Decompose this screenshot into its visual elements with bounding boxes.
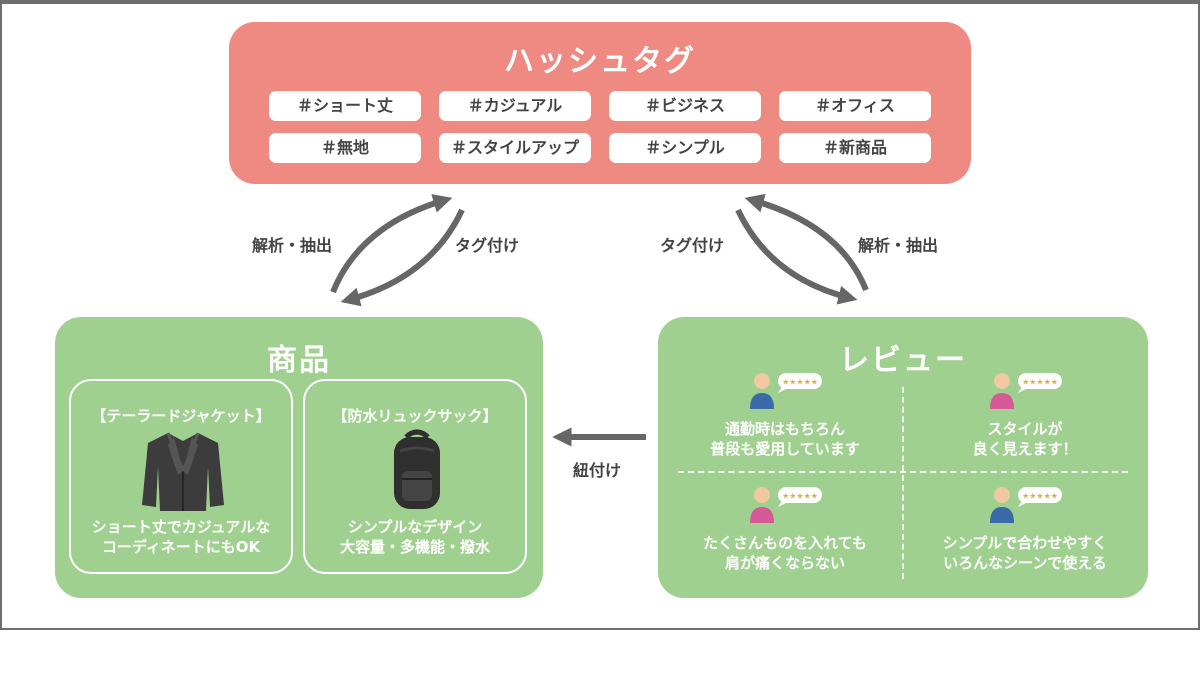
review-title: レビュー xyxy=(839,343,967,378)
review-item: ★★★★★ スタイルが 良く見えます！ xyxy=(910,369,1140,477)
review-text-line: シンプルで合わせやすく xyxy=(942,534,1108,552)
hashtag-tag: ＃スタイルアップ xyxy=(439,133,591,163)
right-tagging-label: タグ付け xyxy=(660,236,725,255)
product-desc-line: ショート丈でカジュアルな xyxy=(91,518,271,536)
left-extract-arrow xyxy=(330,194,453,294)
hashtag-tag: ＃カジュアル xyxy=(439,91,591,121)
left-tagging-arrow xyxy=(340,208,465,307)
hashtag-tag: ＃オフィス xyxy=(779,91,931,121)
review-text: 通勤時はもちろん 普段も愛用しています xyxy=(670,419,900,459)
product-desc: シンプルなデザイン 大容量・多機能・撥水 xyxy=(305,517,525,557)
svg-text:★★★★★: ★★★★★ xyxy=(782,492,818,501)
review-text-line: いろんなシーンで使える xyxy=(943,554,1107,572)
right-extract-arrow xyxy=(744,193,869,292)
product-card-jacket: 【テーラードジャケット】 ショート丈でカジュアルな コーディネートにもOK xyxy=(69,379,293,574)
review-text: たくさんものを入れても 肩が痛くならない xyxy=(670,533,900,573)
product-name: 【防水リュックサック】 xyxy=(332,407,498,425)
hashtag-tag: ＃無地 xyxy=(269,133,421,163)
review-item: ★★★★★ 通勤時はもちろん 普段も愛用しています xyxy=(670,369,900,477)
hashtag-title: ハッシュタグ xyxy=(504,44,696,79)
review-text-line: たくさんものを入れても xyxy=(703,534,867,552)
review-panel: レビュー ★★★★★ 通勤時はもちろん 普段も愛用しています ★★★★★ スタイ… xyxy=(658,317,1148,598)
reviewer-comment-icon: ★★★★★ xyxy=(990,373,1062,409)
review-text: スタイルが 良く見えます！ xyxy=(910,419,1140,459)
svg-text:★★★★★: ★★★★★ xyxy=(1022,378,1058,387)
right-tagging-arrow xyxy=(735,208,858,305)
product-desc-line: シンプルなデザイン xyxy=(347,518,483,536)
review-text-line: スタイルが xyxy=(987,420,1063,438)
review-item: ★★★★★ シンプルで合わせやすく いろんなシーンで使える xyxy=(910,483,1140,591)
hashtag-tag: ＃ビジネス xyxy=(609,91,761,121)
jacket-icon xyxy=(142,432,224,511)
review-text: シンプルで合わせやすく いろんなシーンで使える xyxy=(910,533,1140,573)
review-item: ★★★★★ たくさんものを入れても 肩が痛くならない xyxy=(670,483,900,591)
product-title: 商品 xyxy=(267,343,331,378)
backpack-icon xyxy=(394,429,440,509)
review-text-line: 良く見えます！ xyxy=(972,440,1078,458)
product-name: 【テーラードジャケット】 xyxy=(91,407,271,425)
hashtag-tag: ＃シンプル xyxy=(609,133,761,163)
review-text-line: 通勤時はもちろん xyxy=(724,420,845,438)
review-text-line: 普段も愛用しています xyxy=(710,440,860,458)
reviewer-comment-icon: ★★★★★ xyxy=(750,487,822,523)
hashtag-panel: ハッシュタグ ＃ショート丈 ＃カジュアル ＃ビジネス ＃オフィス ＃無地 ＃スタ… xyxy=(229,22,971,184)
link-label: 紐付け xyxy=(573,461,622,480)
review-text-line: 肩が痛くならない xyxy=(724,554,845,572)
left-extract-label: 解析・抽出 xyxy=(252,236,333,255)
review-divider-vertical xyxy=(902,387,904,579)
product-desc: ショート丈でカジュアルな コーディネートにもOK xyxy=(71,517,291,557)
hashtag-tag: ＃ショート丈 xyxy=(269,91,421,121)
reviewer-comment-icon: ★★★★★ xyxy=(750,373,822,409)
product-card-backpack: 【防水リュックサック】 シンプルなデザイン 大容量・多機能・撥水 xyxy=(303,379,527,574)
right-extract-label: 解析・抽出 xyxy=(858,236,939,255)
product-panel: 商品 【テーラードジャケット】 ショート丈でカジュアルな コーディネートにもOK… xyxy=(55,317,543,598)
product-desc-line: コーディネートにもOK xyxy=(101,538,261,556)
left-tagging-label: タグ付け xyxy=(455,236,520,255)
svg-text:★★★★★: ★★★★★ xyxy=(782,378,818,387)
svg-text:★★★★★: ★★★★★ xyxy=(1022,492,1058,501)
hashtag-tag: ＃新商品 xyxy=(779,133,931,163)
product-desc-line: 大容量・多機能・撥水 xyxy=(339,538,490,556)
reviewer-comment-icon: ★★★★★ xyxy=(990,487,1062,523)
